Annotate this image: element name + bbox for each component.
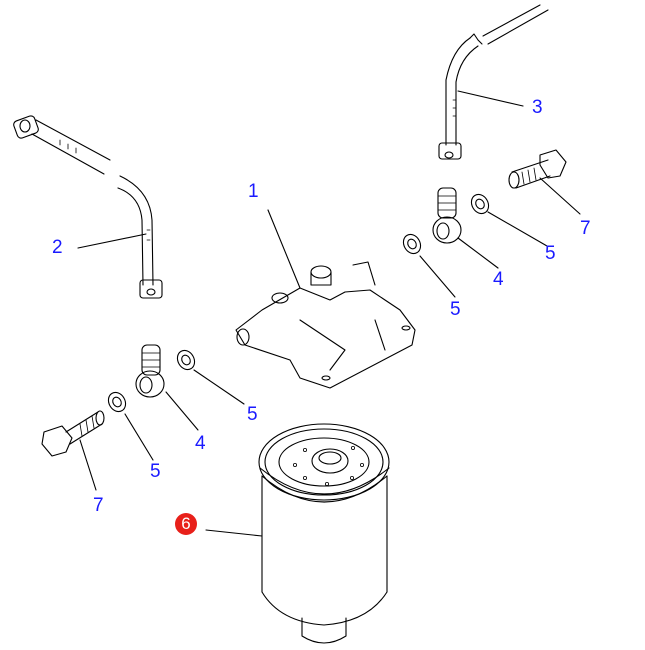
callout-7-right[interactable]: 7 [580,218,591,239]
callout-7-left[interactable]: 7 [93,495,104,516]
washer-left-upper-part[interactable] [174,347,198,372]
filter-cartridge-part[interactable] [258,423,390,644]
filter-head-part[interactable] [235,261,416,389]
callout-5-left-upper[interactable]: 5 [247,404,258,425]
washer-right-upper-part[interactable] [468,191,492,216]
callout-2[interactable]: 2 [52,237,63,258]
callout-4-left[interactable]: 4 [195,433,206,454]
callout-1[interactable]: 1 [248,181,259,202]
callout-5-right-upper[interactable]: 5 [545,243,556,264]
banjo-bolt-left-part[interactable] [41,410,105,457]
banjo-fitting-right-part[interactable] [432,187,462,244]
callout-5-right-lower[interactable]: 5 [450,299,461,320]
washer-right-lower-part[interactable] [400,231,424,256]
callout-6-highlighted[interactable]: 6 [175,513,197,535]
banjo-bolt-right-part[interactable] [508,149,567,189]
hose-left-part[interactable] [13,115,163,299]
washer-left-lower-part[interactable] [105,389,129,414]
callout-4-right[interactable]: 4 [493,269,504,290]
hose-right-part[interactable] [438,4,549,160]
callout-3[interactable]: 3 [532,97,543,118]
banjo-fitting-left-part[interactable] [135,344,165,398]
callout-5-left-lower[interactable]: 5 [150,461,161,482]
